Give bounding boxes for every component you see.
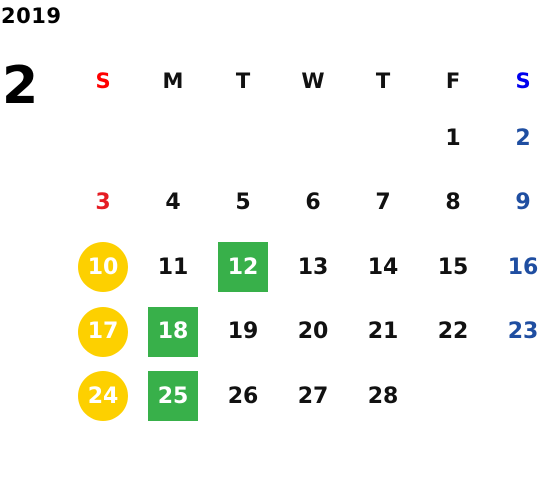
day-cell[interactable]: 14	[348, 235, 418, 300]
day-cell[interactable]: 6	[278, 171, 348, 236]
weekday-sunday: S	[95, 69, 111, 93]
year-label: 2019	[1, 4, 62, 28]
day-number: 22	[437, 319, 469, 345]
day-cell[interactable]: 7	[348, 171, 418, 236]
day-cell[interactable]: 19	[208, 300, 278, 365]
day-cell[interactable]: 8	[418, 171, 488, 236]
day-cell[interactable]: 15	[418, 235, 488, 300]
day-number: 8	[445, 190, 461, 216]
day-number: 20	[297, 319, 329, 345]
day-cell[interactable]: 13	[278, 235, 348, 300]
event-day-number: 25	[148, 371, 198, 422]
day-cell[interactable]: 4	[138, 171, 208, 236]
day-number: 13	[297, 254, 329, 280]
day-number: 19	[227, 319, 259, 345]
day-cell	[418, 364, 488, 429]
day-cell[interactable]: 9	[488, 171, 548, 236]
weekday-thursday: T	[375, 69, 391, 93]
day-cell[interactable]: 27	[278, 364, 348, 429]
day-cell[interactable]: 17	[68, 300, 138, 365]
day-cell[interactable]: 24	[68, 364, 138, 429]
calendar-week-row: 24 25 26 27 28	[68, 364, 548, 429]
day-cell[interactable]: 3	[68, 171, 138, 236]
day-cell[interactable]: 2	[488, 106, 548, 171]
day-cell[interactable]: 16	[488, 235, 548, 300]
day-cell[interactable]: 26	[208, 364, 278, 429]
day-cell[interactable]: 1	[418, 106, 488, 171]
day-number: 14	[367, 254, 399, 280]
holiday-day-number: 10	[78, 242, 128, 293]
day-cell[interactable]: 20	[278, 300, 348, 365]
weekday-saturday: S	[515, 69, 531, 93]
event-day-number: 12	[218, 242, 268, 293]
day-number: 7	[375, 190, 391, 216]
weekday-tuesday: T	[235, 69, 251, 93]
calendar-week-row: 10 11 12 13 14 15 16	[68, 235, 548, 300]
day-number: 4	[165, 190, 181, 216]
weekday-header-row: S M T W T F S	[68, 56, 548, 106]
day-number: 2	[515, 125, 531, 151]
day-number: 6	[305, 190, 321, 216]
holiday-day-number: 24	[78, 371, 128, 422]
day-cell[interactable]: 5	[208, 171, 278, 236]
month-number: 2	[2, 56, 39, 116]
day-cell[interactable]: 25	[138, 364, 208, 429]
day-number: 1	[445, 125, 461, 151]
day-cell	[208, 106, 278, 171]
weekday-friday: F	[445, 69, 461, 93]
day-cell[interactable]: 10	[68, 235, 138, 300]
day-number: 21	[367, 319, 399, 345]
weekday-monday: M	[162, 69, 184, 93]
day-cell[interactable]: 28	[348, 364, 418, 429]
calendar-week-row: 17 18 19 20 21 22 23	[68, 300, 548, 365]
event-day-number: 18	[148, 306, 198, 357]
day-cell[interactable]: 22	[418, 300, 488, 365]
day-cell[interactable]: 21	[348, 300, 418, 365]
day-number: 9	[515, 190, 531, 216]
day-cell[interactable]: 23	[488, 300, 548, 365]
day-number: 28	[367, 383, 399, 409]
day-number: 5	[235, 190, 251, 216]
weekday-wednesday: W	[301, 69, 325, 93]
day-cell	[488, 364, 548, 429]
day-number: 27	[297, 383, 329, 409]
day-cell[interactable]: 18	[138, 300, 208, 365]
day-number: 15	[437, 254, 469, 280]
day-cell[interactable]: 12	[208, 235, 278, 300]
day-cell	[138, 106, 208, 171]
day-number: 3	[95, 190, 111, 216]
day-number: 26	[227, 383, 259, 409]
day-cell	[68, 106, 138, 171]
day-number: 16	[507, 254, 539, 280]
day-cell	[278, 106, 348, 171]
calendar-week-row: 3 4 5 6 7 8 9	[68, 171, 548, 236]
day-number: 11	[157, 254, 189, 280]
holiday-day-number: 17	[78, 306, 128, 357]
day-cell[interactable]: 11	[138, 235, 208, 300]
day-cell	[348, 106, 418, 171]
day-number: 23	[507, 319, 539, 345]
